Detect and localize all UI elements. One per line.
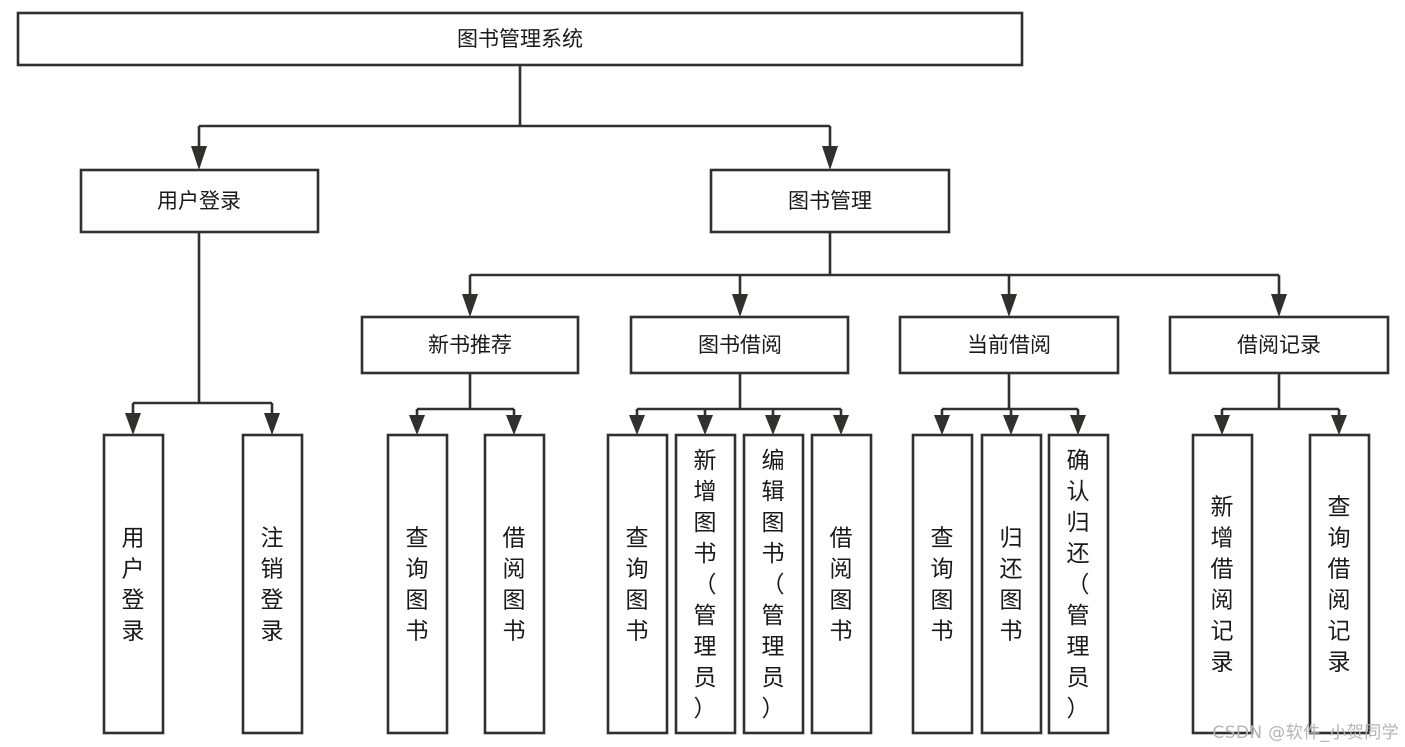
node-leaf-logout-label: 注销登录	[261, 526, 284, 645]
node-leaf-query-book-c-rect[interactable]	[911, 433, 974, 735]
arrow-head-book-borrow	[732, 294, 748, 317]
node-leaf-query-book-a[interactable]	[386, 433, 449, 735]
arrow-head-leaf-user-login	[125, 413, 141, 435]
arrow-head-user-login	[191, 146, 207, 170]
node-leaf-borrow-book-a-rect[interactable]	[483, 433, 546, 735]
node-leaf-add-record[interactable]	[1191, 433, 1254, 735]
node-book-borrow-rect[interactable]	[629, 315, 850, 375]
node-leaf-edit-book[interactable]	[742, 433, 805, 735]
node-book-borrow-label: 图书借阅	[698, 333, 782, 357]
node-leaf-user-login[interactable]	[102, 433, 165, 735]
connector-layer	[125, 65, 1347, 435]
arrow-head-book-manage	[822, 146, 838, 170]
node-leaf-query-book-a-label: 查询图书	[406, 526, 429, 645]
node-leaf-add-book-rect[interactable]	[674, 433, 737, 735]
arrow-head-leaf-borrow-book-a	[506, 415, 522, 435]
node-leaf-logout[interactable]	[241, 433, 304, 735]
arrow-head-leaf-edit-book	[765, 415, 781, 435]
node-leaf-borrow-book-b-label: 借阅图书	[830, 526, 853, 645]
vertical-label-layer: 用户登录 注销登录 查询图书 借阅图书 查询图书 新增图书（管理员） 编辑图书（…	[122, 448, 1351, 722]
node-book-manage-label: 图书管理	[788, 189, 872, 213]
node-leaf-edit-book-rect[interactable]	[742, 433, 805, 735]
node-user-login-label: 用户登录	[157, 189, 241, 213]
node-leaf-borrow-book-a-label: 借阅图书	[503, 526, 526, 645]
node-leaf-query-record-rect[interactable]	[1308, 433, 1371, 735]
arrow-head-leaf-query-book-c	[934, 415, 950, 435]
node-user-login[interactable]: 用户登录	[79, 168, 320, 234]
node-current-borrow-label: 当前借阅	[967, 333, 1051, 357]
node-book-manage[interactable]: 图书管理	[709, 168, 951, 234]
arrow-head-leaf-add-book	[697, 415, 713, 435]
node-borrow-record-rect[interactable]	[1168, 315, 1390, 375]
node-leaf-query-book-b[interactable]	[606, 433, 669, 735]
node-borrow-record[interactable]: 借阅记录	[1168, 315, 1390, 375]
node-leaf-user-login-rect[interactable]	[102, 433, 165, 735]
arrow-head-leaf-query-record	[1331, 415, 1347, 435]
arrow-head-leaf-borrow-book-b	[833, 415, 849, 435]
node-leaf-return-book[interactable]	[980, 433, 1043, 735]
node-leaf-query-book-a-rect[interactable]	[386, 433, 449, 735]
node-leaf-logout-rect[interactable]	[241, 433, 304, 735]
arrow-head-leaf-logout	[264, 413, 280, 435]
node-leaf-query-book-c[interactable]	[911, 433, 974, 735]
csdn-watermark: CSDN @软件_小贺同学	[1212, 723, 1399, 743]
node-leaf-query-record[interactable]	[1308, 433, 1371, 735]
node-leaf-user-login-label: 用户登录	[122, 526, 145, 645]
node-layer: 图书管理系统 用户登录 图书管理 新书推荐 图书借阅	[16, 11, 1390, 735]
node-book-manage-rect[interactable]	[709, 168, 951, 234]
arrow-head-leaf-query-book-a	[409, 415, 425, 435]
node-root[interactable]: 图书管理系统	[16, 11, 1024, 67]
node-current-borrow[interactable]: 当前借阅	[898, 315, 1120, 375]
node-leaf-return-book-label: 归还图书	[1000, 526, 1023, 645]
node-leaf-confirm-return-label: 确认归还（管理员）	[1067, 448, 1090, 722]
arrow-head-leaf-return-book	[1003, 415, 1019, 435]
arrow-head-leaf-query-book-b	[629, 415, 645, 435]
arrow-head-leaf-confirm-return	[1070, 415, 1086, 435]
node-borrow-record-label: 借阅记录	[1237, 333, 1321, 357]
node-new-book-rec[interactable]: 新书推荐	[360, 315, 580, 375]
node-leaf-query-book-c-label: 查询图书	[931, 526, 954, 645]
arrow-head-current-borrow	[1001, 294, 1017, 317]
node-leaf-confirm-return-rect[interactable]	[1047, 433, 1110, 735]
node-leaf-add-book-label: 新增图书（管理员）	[694, 448, 717, 722]
node-leaf-borrow-book-b-rect[interactable]	[810, 433, 873, 735]
node-book-borrow[interactable]: 图书借阅	[629, 315, 850, 375]
node-leaf-edit-book-label: 编辑图书（管理员）	[762, 448, 785, 722]
arrow-head-leaf-add-record	[1214, 415, 1230, 435]
node-new-book-rec-rect[interactable]	[360, 315, 580, 375]
arrow-head-borrow-record	[1271, 294, 1287, 317]
node-leaf-add-record-label: 新增借阅记录	[1211, 495, 1234, 676]
node-leaf-borrow-book-b[interactable]	[810, 433, 873, 735]
node-leaf-add-book[interactable]	[674, 433, 737, 735]
node-leaf-query-book-b-rect[interactable]	[606, 433, 669, 735]
node-current-borrow-rect[interactable]	[898, 315, 1120, 375]
node-leaf-query-book-b-label: 查询图书	[626, 526, 649, 645]
node-leaf-borrow-book-a[interactable]	[483, 433, 546, 735]
node-root-label: 图书管理系统	[457, 27, 583, 51]
node-root-rect[interactable]	[16, 11, 1024, 67]
node-new-book-rec-label: 新书推荐	[428, 333, 512, 357]
node-leaf-confirm-return[interactable]	[1047, 433, 1110, 735]
node-leaf-add-record-rect[interactable]	[1191, 433, 1254, 735]
node-leaf-query-record-label: 查询借阅记录	[1328, 495, 1351, 676]
arrow-head-new-book-rec	[462, 294, 478, 317]
node-user-login-rect[interactable]	[79, 168, 320, 234]
node-leaf-return-book-rect[interactable]	[980, 433, 1043, 735]
